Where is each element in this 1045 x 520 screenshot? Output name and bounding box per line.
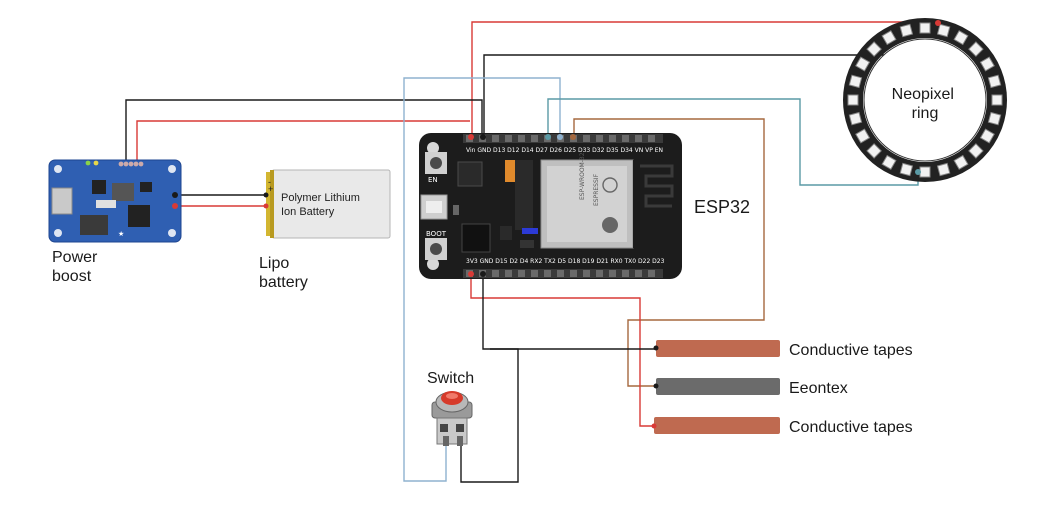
wire-data-neopixel: [547, 98, 919, 186]
neopixel-led: [899, 162, 914, 177]
wire-gnd-neopixel: [483, 54, 892, 136]
neopixel-led: [979, 56, 995, 72]
neopixel-led: [987, 74, 1002, 89]
header-pin: [518, 135, 525, 142]
switch-component: [431, 391, 473, 446]
header-pin: [622, 135, 629, 142]
lipo-minus: -: [268, 177, 271, 187]
header-pin: [583, 135, 590, 142]
header-pin: [596, 270, 603, 277]
neopixel-led: [855, 56, 871, 72]
neopixel-led: [919, 166, 931, 178]
lipo-label-2: battery: [259, 274, 308, 291]
neopixel-led: [968, 143, 984, 159]
neopixel-led: [953, 154, 969, 170]
module-text-1: ESP-WROOM-32: [579, 152, 586, 200]
neopixel-led: [847, 94, 859, 106]
switch-label: Switch: [427, 370, 474, 387]
header-pin: [492, 135, 499, 142]
module-text-2: ESPRESSIF: [593, 173, 600, 206]
svg-text:Power boost: Power boost: [52, 249, 102, 285]
neopixel-led: [881, 30, 897, 46]
header-pin: [505, 270, 512, 277]
lipo-body-text-2: Ion Battery: [281, 206, 335, 218]
neopixel-led: [899, 23, 914, 38]
esp32-label: ESP32: [694, 197, 750, 217]
wire-eeontex: [573, 118, 765, 387]
wire-gnd-switch: [460, 348, 519, 483]
header-pin: [609, 135, 616, 142]
wire-boost-gnd: [125, 99, 483, 160]
neopixel-led: [848, 74, 863, 89]
header-pin: [531, 270, 538, 277]
wire-switch-blue: [403, 77, 561, 482]
neopixel-led: [936, 162, 951, 177]
neopixel-ring: [843, 18, 1007, 182]
neopixel-led: [866, 41, 882, 57]
neopixel-led: [936, 23, 951, 38]
neopixel-led: [991, 94, 1003, 106]
header-pin: [635, 135, 642, 142]
wire-gnd-tape: [482, 260, 656, 350]
header-pin: [505, 135, 512, 142]
header-pin: [557, 270, 564, 277]
header-pin: [570, 270, 577, 277]
header-pin: [596, 135, 603, 142]
lipo-label-1: Lipo: [259, 255, 289, 272]
neopixel-led: [855, 128, 871, 144]
neopixel-led: [953, 30, 969, 46]
svg-text:Neopixel ring: Neopixel ring: [892, 86, 959, 122]
conductive-tape-2: [651, 417, 780, 434]
header-pin: [648, 135, 655, 142]
en-button-label: EN: [428, 176, 438, 184]
esp32-bottom-header: [466, 270, 655, 277]
header-pin: [583, 270, 590, 277]
pin-markers: [468, 134, 576, 277]
neopixel-led: [919, 22, 931, 34]
lipo-plus: +: [268, 184, 273, 194]
neopixel-led: [968, 41, 984, 57]
header-pin: [492, 270, 499, 277]
header-pin: [544, 270, 551, 277]
power-boost-label-2: boost: [52, 268, 92, 285]
neopixel-led: [848, 111, 863, 126]
lipo-body-text-1: Polymer Lithium: [281, 192, 360, 204]
tape-label-2: Eeontex: [789, 380, 848, 397]
boost-star: ★: [118, 230, 124, 238]
header-pin: [518, 270, 525, 277]
header-pin: [531, 135, 538, 142]
header-pin: [609, 270, 616, 277]
wire-boost-vin: [136, 120, 470, 160]
power-boost-board: ★: [48, 159, 182, 243]
tape-label-3: Conductive tapes: [789, 419, 913, 436]
header-pin: [622, 270, 629, 277]
esp32-board: Vin GND D13 D12 D14 D27 D26 D25 D33 D32 …: [419, 133, 682, 279]
neopixel-led: [866, 143, 882, 159]
conductive-tape-1: [653, 340, 780, 357]
header-pin: [635, 270, 642, 277]
neopixel-label-2: ring: [912, 105, 939, 122]
esp32-top-pin-labels: Vin GND D13 D12 D14 D27 D26 D25 D33 D32 …: [466, 147, 663, 154]
wire-vin-neopixel: [471, 21, 938, 136]
eeontex-tape: [653, 378, 780, 395]
wire-3v3-tape: [470, 260, 654, 427]
neopixel-label-1: Neopixel: [892, 86, 954, 103]
lipo-battery: - + Polymer Lithium Ion Battery: [263, 169, 391, 239]
boot-button-label: BOOT: [426, 230, 447, 238]
esp32-bottom-pin-labels: 3V3 GND D15 D2 D4 RX2 TX2 D5 D18 D19 D21…: [466, 258, 665, 265]
power-boost-label-1: Power: [52, 249, 98, 266]
neopixel-led: [987, 111, 1002, 126]
neopixel-led: [881, 154, 897, 170]
header-pin: [648, 270, 655, 277]
neopixel-led: [979, 128, 995, 144]
neopixel-leds: [847, 22, 1003, 178]
tape-label-1: Conductive tapes: [789, 342, 913, 359]
wires: [125, 21, 938, 483]
svg-text:Lipo battery: Lipo battery: [259, 255, 308, 291]
